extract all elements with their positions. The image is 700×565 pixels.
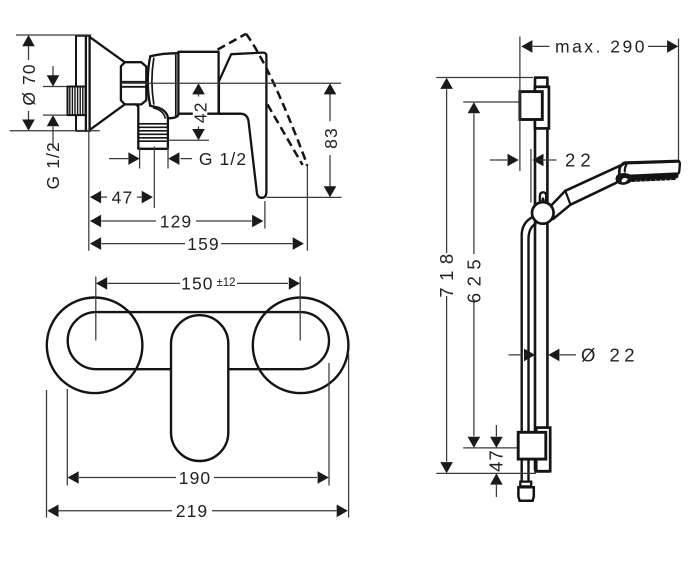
svg-text:42: 42 — [190, 101, 210, 123]
svg-text:Ø 22: Ø 22 — [581, 344, 639, 365]
svg-text:max. 290: max. 290 — [555, 37, 647, 57]
svg-text:47: 47 — [112, 187, 134, 207]
svg-text:219: 219 — [176, 501, 209, 521]
svg-text:G 1/2: G 1/2 — [43, 141, 63, 189]
svg-text:47: 47 — [486, 449, 507, 472]
svg-text:±12: ±12 — [216, 277, 235, 289]
svg-text:129: 129 — [160, 211, 193, 231]
svg-text:625: 625 — [463, 253, 484, 303]
svg-text:Ø 70: Ø 70 — [19, 63, 39, 105]
svg-text:159: 159 — [187, 234, 220, 254]
svg-text:150: 150 — [181, 274, 214, 294]
svg-text:2 2: 2 2 — [565, 150, 591, 171]
svg-text:G 1/2: G 1/2 — [199, 149, 247, 169]
svg-text:718: 718 — [436, 247, 457, 297]
svg-text:83: 83 — [321, 127, 341, 149]
svg-text:190: 190 — [179, 468, 212, 488]
